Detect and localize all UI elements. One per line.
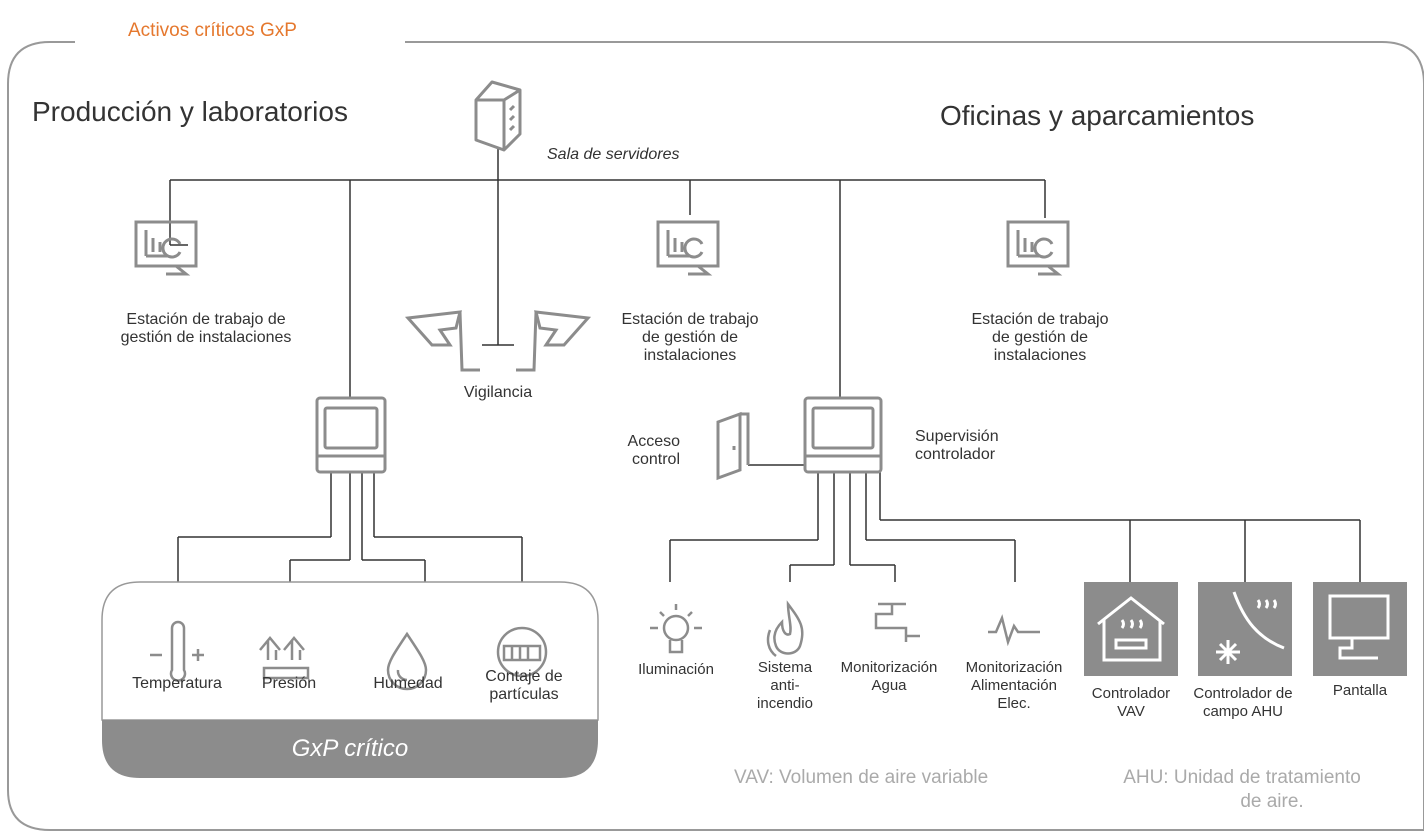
vav-note: VAV: Volumen de aire variable [734,767,989,788]
pressure-label: Presión [261,675,317,692]
frame-title: Activos críticos GxP [128,20,297,41]
snowflake-heat-icon [1198,582,1292,676]
hvac-house-icon [1084,582,1178,676]
left-heading: Producción y laboratorios [32,96,348,127]
controller-icon [315,396,387,474]
thermometer-icon [150,620,204,682]
faucet-icon [874,602,920,642]
connection-lines [169,148,1361,582]
server-room-label: Sala de servidores [547,146,680,163]
surveillance-label: Vigilancia [463,384,533,401]
workstation-icon [1006,220,1070,276]
server-icon [474,80,522,152]
camera-icon [404,310,480,372]
right-heading: Oficinas y aparcamientos [940,100,1255,131]
flame-icon [766,600,804,657]
screen-label: Pantalla [1332,682,1388,699]
particle-counter-icon [496,626,548,678]
droplet-icon [386,631,428,691]
controller-icon [803,396,883,474]
pulse-icon [988,614,1040,647]
pressure-icon [259,636,310,680]
gxp-critical-label: GxP crítico [291,735,409,762]
humidity-label: Humedad [373,675,443,692]
workstation-icon [656,220,720,276]
gxp-critical-box [101,581,599,778]
monitor-icon [1313,582,1407,676]
lighting-label: Iluminación [638,661,714,678]
camera-icon [516,310,592,372]
workstation-icon [134,220,198,276]
door-icon [716,411,750,481]
lightbulb-icon [650,604,702,654]
temperature-label: Temperatura [132,675,222,692]
